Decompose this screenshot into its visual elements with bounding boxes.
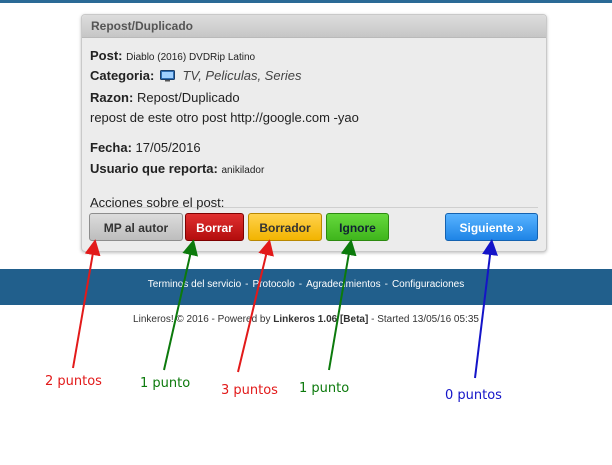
borrador-button[interactable]: Borrador [248,213,322,241]
usuario-label: Usuario que reporta: [90,161,218,176]
razon-detail: repost de este otro post http://google.c… [90,110,359,125]
annotation-borrar-points: 1 punto [140,376,191,391]
post-link[interactable]: Diablo (2016) DVDRip Latino [126,52,256,63]
footer-link-protocolo[interactable]: Protocolo [252,279,295,290]
usuario-row: Usuario que reporta: anikilador [90,161,264,176]
started-text: - Started 13/05/16 05:35 [371,314,479,325]
siguiente-button[interactable]: Siguiente » [445,213,538,241]
copyright-line: Linkeros! © 2016 - Powered by Linkeros 1… [0,314,612,325]
arrow-siguiente [474,239,498,379]
arrow-ignore [328,239,357,371]
copyright-prefix: Linkeros! © 2016 - Powered by [133,314,271,325]
annotation-ignore-points: 1 punto [299,381,350,396]
post-row: Post: Diablo (2016) DVDRip Latino [90,48,255,63]
categoria-value[interactable]: TV, Peliculas, Series [182,68,302,83]
footer-link-configuraciones[interactable]: Configuraciones [391,279,465,290]
razon-label: Razon: [90,90,134,105]
footer-separator: - [298,279,303,290]
panel-title: Repost/Duplicado [82,15,546,38]
post-label: Post: [90,48,123,63]
fecha-label: Fecha: [90,140,132,155]
arrow-mp [72,239,101,369]
acciones-label: Acciones sobre el post: [90,195,225,210]
arrow-borrar [163,239,199,371]
annotation-borrador-points: 3 puntos [221,383,278,398]
categoria-label: Categoria: [90,68,155,83]
categoria-row: Categoria: TV, Peliculas, Series [90,68,302,83]
fecha-value: 17/05/2016 [135,140,201,155]
tv-monitor-icon [159,70,175,82]
footer-link-terminos[interactable]: Terminos del servicio [147,279,242,290]
arrow-borrador [237,239,274,373]
top-accent-line [0,0,612,3]
fecha-row: Fecha: 17/05/2016 [90,140,201,155]
divider [90,207,538,208]
annotation-mp-points: 2 puntos [45,374,102,389]
footer-separator: - [384,279,388,290]
footer-separator: - [245,279,249,290]
footer-bar [0,269,612,305]
usuario-value[interactable]: anikilador [221,165,265,176]
report-panel: Repost/Duplicado Post: Diablo (2016) DVD… [81,14,547,252]
annotation-siguiente-points: 0 puntos [445,388,502,403]
ignore-button[interactable]: Ignore [326,213,389,241]
brand-name: Linkeros 1.06 [Beta] [273,314,369,325]
razon-row: Razon: Repost/Duplicado [90,90,240,105]
razon-value: Repost/Duplicado [136,90,240,105]
borrar-button[interactable]: Borrar [185,213,244,241]
mp-al-autor-button[interactable]: MP al autor [89,213,183,241]
